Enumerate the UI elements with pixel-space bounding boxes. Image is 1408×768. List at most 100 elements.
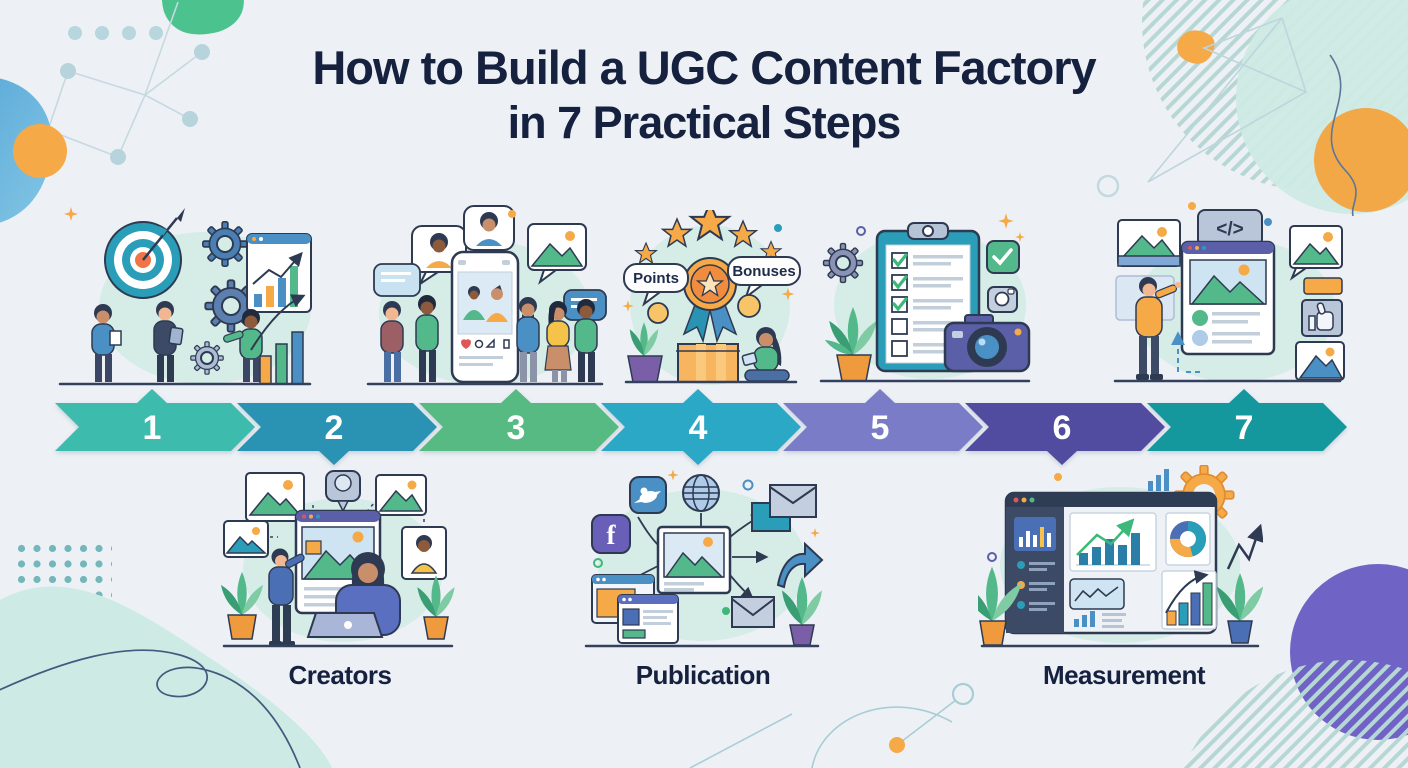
mini-bars-icon	[1148, 469, 1169, 491]
step-timeline: 1 2 3 4 5 6 7	[55, 389, 1347, 465]
growth-bar-panel	[1161, 570, 1217, 630]
page-title: How to Build a UGC Content Factory in 7 …	[0, 40, 1408, 150]
dot-decor	[1188, 202, 1196, 210]
share-arrow-icon	[776, 541, 824, 589]
sparkle-icon	[810, 528, 820, 538]
sparkle-icon	[1015, 232, 1025, 242]
ring-decor	[856, 226, 866, 236]
browser-post-icon	[1180, 240, 1276, 356]
points-label: Points	[633, 270, 679, 287]
person-figure	[380, 301, 404, 382]
step-chevron-5	[783, 389, 983, 451]
analytics-browser-icon	[246, 233, 312, 313]
plant-icon	[414, 575, 458, 640]
label-publication: Publication	[635, 660, 771, 690]
person-figure	[574, 299, 598, 382]
envelope-icon	[751, 484, 817, 532]
step-chevron-3	[419, 389, 619, 451]
orange-circle-decor	[1314, 108, 1408, 212]
orange-circle-small-decor	[13, 124, 67, 178]
bottom-network-decor	[689, 682, 975, 768]
ring-decor	[742, 479, 754, 491]
network-nodes-decor	[60, 44, 210, 165]
dashed-arrow-icon	[1171, 331, 1202, 373]
step-number-1: 1	[143, 409, 162, 447]
sparkle-icon	[998, 213, 1014, 229]
squiggle-line-decor	[0, 649, 301, 768]
person-figure	[153, 301, 184, 382]
person-figure	[516, 297, 540, 382]
step-number-3: 3	[507, 409, 526, 447]
ring-decor	[1096, 174, 1120, 198]
photo-card-icon	[223, 520, 269, 558]
bonuses-label: Bonuses	[732, 263, 795, 280]
sparkle-icon	[667, 469, 679, 481]
portrait-card-icon	[401, 526, 447, 580]
illustration-community	[360, 198, 610, 388]
triangle-lines-decor	[1147, 16, 1308, 183]
code-window-icon: </>	[1197, 209, 1263, 247]
gift-box-icon	[676, 343, 740, 383]
smartphone-post-icon	[450, 250, 520, 384]
twitter-icon	[629, 476, 667, 514]
step-number-7: 7	[1235, 409, 1254, 447]
mint-blob-decor	[0, 586, 332, 768]
avatar-bubble-icon	[325, 470, 361, 513]
step-chevron-2	[237, 403, 437, 465]
dot-decor	[1264, 218, 1272, 226]
plant-icon	[218, 571, 267, 640]
illustration-strategy	[55, 198, 315, 388]
dots-row-decor	[68, 26, 163, 40]
orange-blob-decor	[1177, 30, 1215, 64]
illustration-rewards: Points Bonuses	[618, 210, 803, 385]
dot-decor	[722, 607, 730, 615]
medal-icon	[682, 257, 738, 344]
person-figure	[415, 295, 439, 382]
photo-card-icon	[1289, 225, 1343, 281]
coin-icon	[647, 302, 669, 324]
title-line-2: in 7 Practical Steps	[507, 97, 902, 149]
target-arrow-icon	[104, 208, 185, 299]
bonuses-bubble: Bonuses	[727, 256, 801, 300]
step-number-2: 2	[325, 409, 344, 447]
step-chevron-1	[55, 389, 255, 451]
ring-decor	[987, 552, 997, 562]
gear-icon	[822, 242, 864, 284]
label-measurement: Measurement	[1042, 660, 1206, 690]
wavy-line-decor	[1329, 54, 1357, 217]
plant-icon	[1212, 573, 1263, 644]
check-badge-icon	[986, 240, 1020, 274]
thumbs-up-icon	[1301, 299, 1343, 337]
striped-circle-bottom-decor	[1183, 660, 1408, 768]
presenter-figure	[268, 548, 305, 647]
step-number-6: 6	[1053, 409, 1072, 447]
donut-chart-icon	[1165, 512, 1211, 566]
person-figure	[91, 304, 122, 382]
tab-card-icon	[1303, 277, 1343, 295]
person-figure	[223, 309, 263, 382]
trend-arrow-icon	[1226, 523, 1263, 570]
presenter-figure	[1135, 277, 1181, 380]
dot-decor	[774, 224, 782, 232]
photo-card-icon	[375, 474, 427, 516]
illustration-content: </>	[1110, 200, 1345, 385]
photo-card-icon	[656, 525, 732, 595]
step-chevron-6	[965, 403, 1165, 465]
photo-card-icon	[1117, 219, 1181, 267]
step-chevron-7	[1147, 389, 1347, 451]
code-glyph: </>	[1216, 219, 1243, 240]
green-blob-decor	[161, 0, 244, 35]
coin-icon	[737, 294, 761, 318]
points-bubble: Points	[623, 263, 689, 307]
camera-icon	[943, 314, 1031, 373]
step-chevron-4	[601, 389, 801, 465]
seated-reader-figure	[741, 327, 790, 382]
bar-chart-panel	[1069, 512, 1157, 572]
facebook-icon: f	[591, 514, 631, 554]
ring-decor	[593, 558, 603, 568]
envelope-icon	[731, 596, 775, 628]
line-chart-panel	[1069, 578, 1125, 610]
photo-bubble-icon	[527, 223, 587, 285]
globe-icon	[682, 474, 720, 512]
